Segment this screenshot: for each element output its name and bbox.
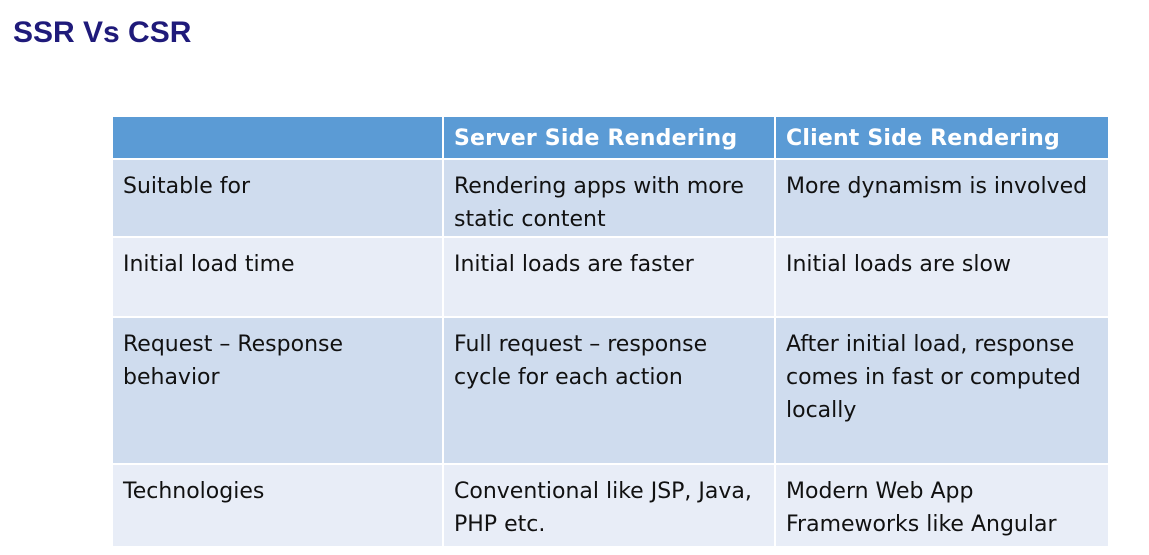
table-row: Initial load time Initial loads are fast… [111, 236, 1110, 318]
table-row: Suitable for Rendering apps with more st… [111, 158, 1110, 238]
csr-cell: After initial load, response comes in fa… [774, 316, 1110, 465]
header-cell-csr: Client Side Rendering [774, 115, 1110, 160]
comparison-table: Server Side Rendering Client Side Render… [111, 115, 1110, 548]
table-row: Technologies Conventional like JSP, Java… [111, 463, 1110, 548]
header-cell-criteria [111, 115, 444, 160]
table-row: Request – Response behavior Full request… [111, 316, 1110, 465]
table-header-row: Server Side Rendering Client Side Render… [111, 115, 1110, 160]
row-label: Request – Response behavior [111, 316, 444, 465]
slide-title: SSR Vs CSR [13, 16, 192, 49]
ssr-cell: Full request – response cycle for each a… [442, 316, 776, 465]
row-label: Technologies [111, 463, 444, 548]
ssr-cell: Conventional like JSP, Java, PHP etc. [442, 463, 776, 548]
header-cell-ssr: Server Side Rendering [442, 115, 776, 160]
csr-cell: Initial loads are slow [774, 236, 1110, 318]
csr-cell: Modern Web App Frameworks like Angular [774, 463, 1110, 548]
ssr-cell: Rendering apps with more static content [442, 158, 776, 238]
csr-cell: More dynamism is involved [774, 158, 1110, 238]
ssr-cell: Initial loads are faster [442, 236, 776, 318]
row-label: Initial load time [111, 236, 444, 318]
row-label: Suitable for [111, 158, 444, 238]
